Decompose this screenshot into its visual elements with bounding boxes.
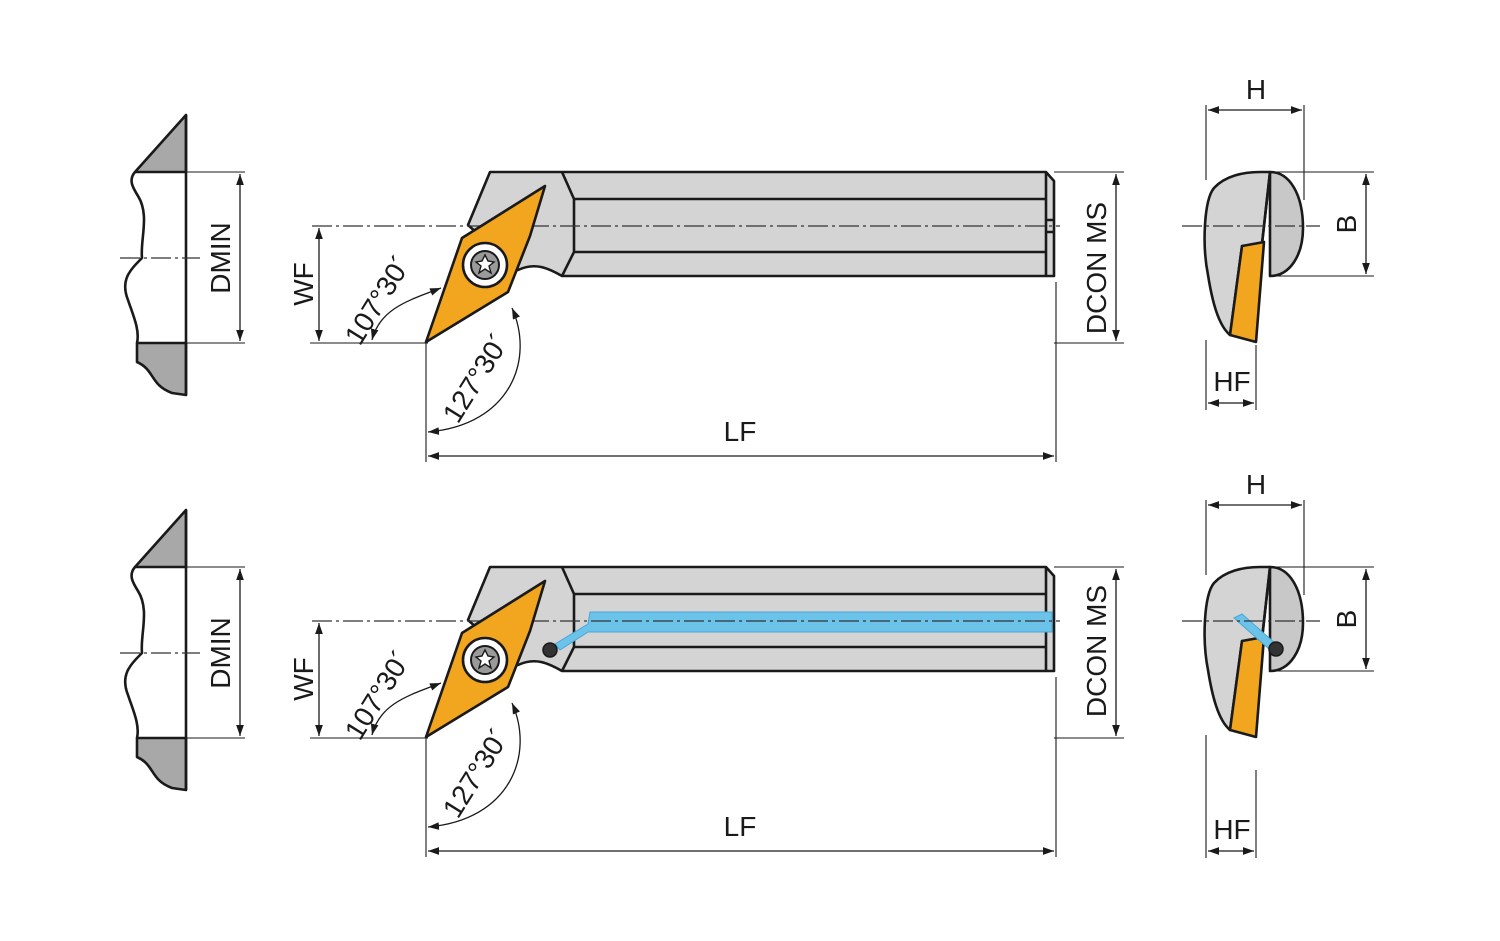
wf-label: WF	[288, 262, 319, 306]
wf-dimension-bottom: WF	[288, 623, 428, 739]
coolant-outlet-icon	[542, 642, 558, 658]
hf-label: HF	[1213, 814, 1250, 845]
coolant-outlet-icon	[1268, 641, 1284, 657]
lf-dimension-bottom: LF	[428, 677, 1057, 857]
lf-label: LF	[724, 811, 757, 842]
hf-label: HF	[1213, 366, 1250, 397]
bore-section-top: DMIN	[120, 113, 245, 397]
angle-107-label: 107°30´	[339, 250, 417, 350]
dcon-dimension-top: DCON MS	[1054, 171, 1124, 344]
h-label: H	[1246, 74, 1266, 105]
h-label: H	[1246, 469, 1266, 500]
angle-127-label: 127°30´	[437, 328, 515, 428]
dcon-label: DCON MS	[1081, 585, 1112, 717]
lf-dimension-top: LF	[428, 282, 1057, 462]
end-view-top: H B HF	[1182, 74, 1374, 410]
dcon-dimension-bottom: DCON MS	[1054, 566, 1124, 739]
boring-bar-top	[312, 170, 1060, 278]
angle-127-label: 127°30´	[437, 723, 515, 823]
torx-screw-icon	[474, 648, 496, 670]
dmin-label: DMIN	[205, 222, 236, 294]
lf-label: LF	[724, 416, 757, 447]
dcon-label: DCON MS	[1081, 202, 1112, 334]
torx-screw-icon	[474, 253, 496, 275]
wf-dimension-top: WF	[288, 228, 428, 344]
insert-bottom	[424, 579, 547, 739]
view-top: DMIN WF 107°30´ 127°30´	[120, 74, 1374, 462]
wf-label: WF	[288, 657, 319, 701]
dmin-label: DMIN	[205, 617, 236, 689]
insert-top	[424, 184, 547, 344]
b-label: B	[1331, 215, 1362, 234]
end-view-bottom: H B HF	[1182, 469, 1374, 858]
boring-bar-bottom	[312, 565, 1060, 673]
angle-107-label: 107°30´	[339, 645, 417, 745]
bore-section-bottom: DMIN	[120, 508, 245, 792]
view-bottom: DMIN WF 107°30´ 127°30´	[120, 469, 1374, 858]
b-label: B	[1331, 610, 1362, 629]
